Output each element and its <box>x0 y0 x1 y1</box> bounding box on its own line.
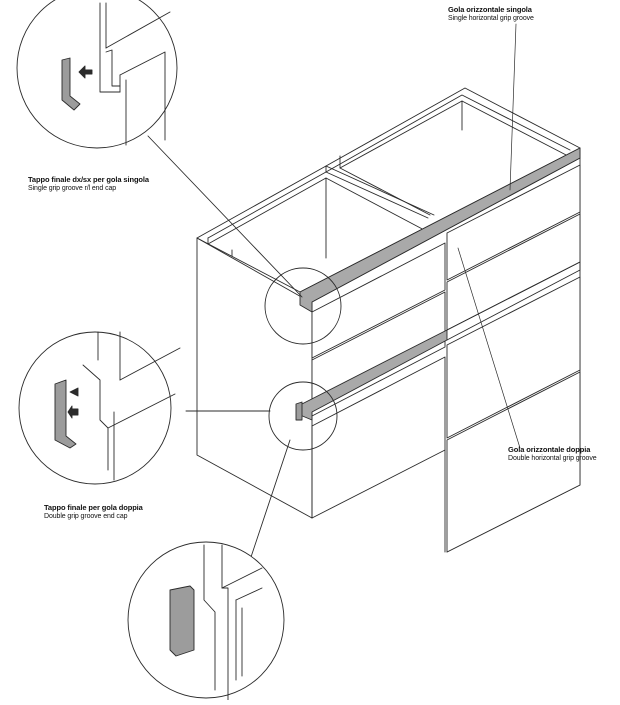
label-double-groove-en: Double horizontal grip groove <box>508 454 597 462</box>
label-single-cap-en: Single grip groove r/l end cap <box>28 184 117 192</box>
detail-circle-top-drawer <box>264 267 342 345</box>
leader-lines <box>457 23 521 449</box>
label-double-cap-it: Tappo finale per gola doppia <box>44 503 143 512</box>
label-single-groove-en: Single horizontal grip groove <box>448 14 534 22</box>
label-double-cap: Tappo finale per gola doppia Double grip… <box>44 503 143 521</box>
label-double-cap-en: Double grip groove end cap <box>44 512 128 520</box>
detail-circle-bottom-cap <box>127 541 285 701</box>
label-double-groove: Gola orizzontale doppia Double horizonta… <box>508 445 597 463</box>
label-double-groove-it: Gola orizzontale doppia <box>508 445 591 454</box>
detail-circle-mid-drawer <box>249 381 338 561</box>
label-single-cap: Tappo finale dx/sx per gola singola Sing… <box>28 175 149 193</box>
label-single-cap-it: Tappo finale dx/sx per gola singola <box>28 175 149 184</box>
cabinet-body <box>196 87 581 553</box>
label-single-groove: Gola orizzontale singola Single horizont… <box>448 5 534 23</box>
detail-circle-single-cap <box>16 0 303 298</box>
drawer-fronts <box>311 164 581 553</box>
label-single-groove-it: Gola orizzontale singola <box>448 5 532 14</box>
detail-circle-double-cap <box>18 331 271 485</box>
